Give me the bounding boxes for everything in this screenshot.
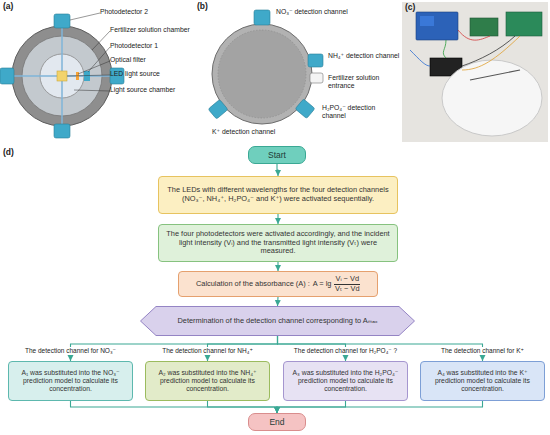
- detection-port: [308, 54, 323, 67]
- node-text: Determination of the detection channel c…: [177, 317, 377, 326]
- flow-arrow: [277, 297, 279, 306]
- flow-arrow: [277, 164, 278, 176]
- node-content: Calculation of the absorbance (A) :A = l…: [191, 273, 365, 296]
- end-terminal: End: [248, 413, 306, 431]
- detection-port: [254, 10, 270, 25]
- edge-label: The detection channel for NH₄⁺: [160, 347, 255, 355]
- node-content: Start: [263, 148, 291, 162]
- part-label: Fertilizer solution entrance: [328, 74, 400, 90]
- wire: [410, 50, 430, 66]
- detection-port: [208, 99, 228, 119]
- node-content: A₂ was substituted into the NH₄⁺ predict…: [146, 367, 269, 395]
- node-content: Determination of the detection channel c…: [153, 315, 401, 328]
- sensor-disc: [442, 60, 542, 136]
- leader-line: [88, 47, 110, 72]
- process-box: The four photodetectors were activated a…: [158, 224, 398, 262]
- flow-arrow: [71, 401, 278, 413]
- formula-box: Calculation of the absorbance (A) :A = l…: [178, 271, 378, 297]
- leader-line: [78, 61, 110, 74]
- node-text: Calculation of the absorbance (A) :: [196, 280, 310, 289]
- node-text: A₁ was substituted into the NO₃⁻ predict…: [14, 369, 127, 393]
- node-content: A₃ was substituted into the H₂PO₄⁻ predi…: [284, 367, 407, 395]
- wire: [458, 30, 490, 40]
- leader-line: [70, 13, 100, 20]
- node-text: Vₜ − Vd: [335, 285, 360, 294]
- node-content: A₄ was substituted into the K⁺ predictio…: [421, 367, 544, 395]
- part-label: K⁺ detection channel: [212, 128, 275, 136]
- process-box: A₂ was substituted into the NH₄⁺ predict…: [145, 361, 270, 401]
- solution-entrance: [310, 73, 323, 83]
- photodetector: [54, 124, 70, 138]
- node-text: A₄ was substituted into the K⁺ predictio…: [426, 369, 539, 393]
- part-label: Photodetector 2: [100, 8, 148, 16]
- leader-line: [74, 90, 110, 91]
- node-text: A₃ was substituted into the H₂PO₄⁻ predi…: [289, 369, 402, 393]
- flow-arrow: [208, 401, 278, 413]
- node-text: Vᵢ − Vd: [334, 275, 360, 285]
- node-text: End: [269, 417, 284, 427]
- node-text: A₂ was substituted into the NH₄⁺ predict…: [151, 369, 264, 393]
- process-box: A₁ was substituted into the NO₃⁻ predict…: [8, 361, 133, 401]
- device-housing: [12, 26, 112, 126]
- decision-hexagon: Determination of the detection channel c…: [140, 306, 415, 336]
- panel-label: (a): [3, 2, 13, 12]
- node-text: The four photodetectors were activated a…: [164, 230, 392, 257]
- process-box: A₄ was substituted into the K⁺ predictio…: [420, 361, 545, 401]
- flow-arrow: [277, 401, 483, 413]
- process-box: A₃ was substituted into the H₂PO₄⁻ predi…: [283, 361, 408, 401]
- process-box: The LEDs with different wavelengths for …: [158, 176, 398, 214]
- fraction: Vᵢ − VdVₜ − Vd: [334, 275, 360, 294]
- part-label: Optical filter: [110, 56, 146, 64]
- panel-label: (c): [405, 3, 415, 13]
- wire: [462, 36, 520, 70]
- photodetector: [84, 71, 90, 81]
- part-label: NO₃⁻ detection channel: [276, 8, 348, 16]
- node-content: End: [264, 415, 289, 429]
- wire: [470, 70, 520, 80]
- flow-arrow: [277, 262, 278, 271]
- node-text: The LEDs with different wavelengths for …: [164, 186, 392, 204]
- photodetector: [54, 14, 70, 28]
- relay-board: [416, 12, 458, 40]
- start-terminal: Start: [248, 146, 306, 164]
- node-text: Start: [268, 150, 286, 160]
- leader-line: [67, 75, 110, 76]
- relay: [420, 16, 434, 26]
- hexagon-shape: [141, 307, 415, 336]
- node-content: The LEDs with different wavelengths for …: [159, 184, 397, 206]
- panel-label: (d): [3, 148, 14, 158]
- circuit-board: [470, 18, 498, 36]
- part-label: Photodetector 1: [110, 42, 158, 50]
- flow-arrow: [277, 401, 346, 413]
- part-label: LED light source: [110, 70, 160, 78]
- led-light-source: [57, 71, 67, 81]
- photo-background: [402, 2, 548, 142]
- device-top: [218, 30, 306, 118]
- flow-arrow: [277, 214, 278, 224]
- edge-label: The detection channel for K⁺: [439, 347, 526, 355]
- edge-label: The detection channel for H₂PO₄⁻ ?: [292, 347, 399, 355]
- wire: [443, 40, 446, 58]
- node-content: The four photodetectors were activated a…: [159, 228, 397, 259]
- part-label: H₂PO₄⁻ detection channel: [322, 104, 400, 120]
- part-label: Fertilizer solution chamber: [110, 26, 190, 34]
- node-text: A = lg: [313, 280, 332, 289]
- circuit-board: [506, 12, 542, 36]
- part-label: NH₄⁺ detection channel: [328, 52, 399, 60]
- leader-line: [92, 31, 110, 50]
- panel-label: (b): [197, 2, 208, 12]
- photodetector: [0, 68, 14, 84]
- edge-label: The detection channel for NO₃⁻: [23, 347, 118, 355]
- detection-port: [295, 99, 315, 119]
- part-label: Light source chamber: [110, 86, 175, 94]
- node-content: A₁ was substituted into the NO₃⁻ predict…: [9, 367, 132, 395]
